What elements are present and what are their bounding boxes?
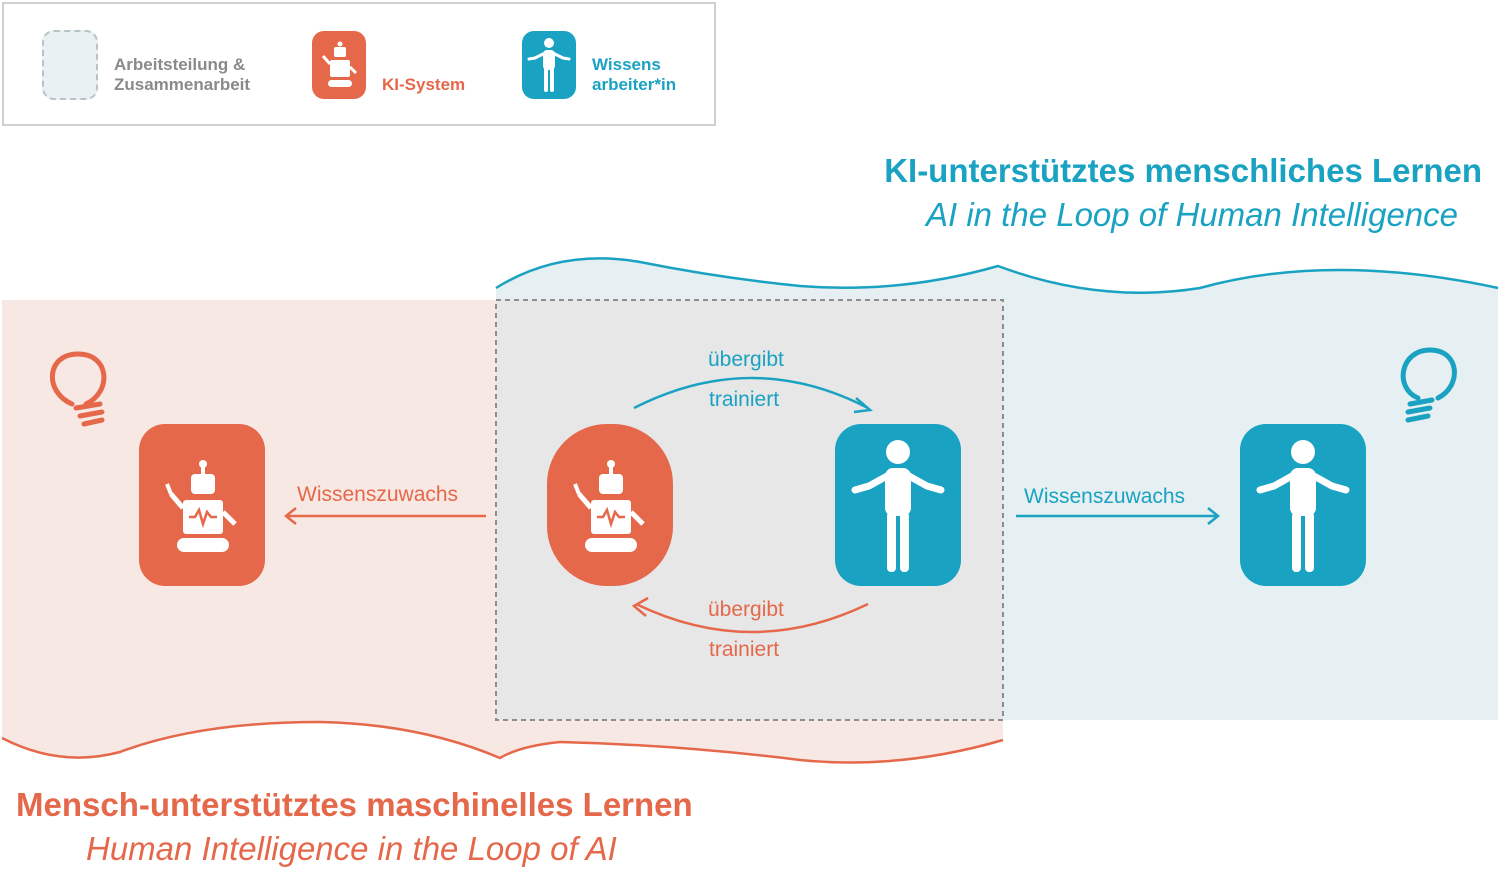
legend-box: Arbeitsteilung & Zusammenarbeit KI-Syste…	[2, 2, 716, 126]
person-icon	[1256, 440, 1350, 572]
left-gain-label: Wissenszuwachs	[297, 483, 459, 506]
bottom-arrow-label-2: trainiert	[709, 638, 780, 661]
arrow-ai-to-human	[633, 376, 873, 414]
robot-icon	[165, 460, 237, 552]
top-title: KI-unterstütztes menschliches Lernen	[884, 152, 1482, 189]
right-gain-label: Wissenszuwachs	[1024, 485, 1186, 508]
arrow-left-gain	[283, 507, 486, 525]
legend-ai-system-label: KI-System	[382, 75, 466, 94]
person-tile-right	[1240, 424, 1366, 586]
person-icon	[522, 31, 576, 99]
arrow-human-to-ai	[631, 596, 869, 634]
bottom-arrow-label-1: übergibt	[708, 598, 784, 621]
top-subtitle: AI in the Loop of Human Intelligence	[925, 196, 1458, 233]
legend-worker-line1: Wissens	[592, 55, 661, 74]
machine-region-wave	[1, 720, 1004, 764]
legend-collaboration-label: Arbeitsteilung & Zusammenarbeit	[114, 55, 250, 95]
person-icon	[851, 440, 945, 572]
legend-worker-line2: arbeiter*in	[592, 75, 677, 94]
human-region-wave	[495, 257, 1499, 294]
lightbulb-icon	[1400, 347, 1457, 423]
collaboration-swatch	[42, 30, 98, 100]
arrow-right-gain	[1016, 507, 1221, 525]
bottom-title: Mensch-unterstütztes maschinelles Lernen	[16, 786, 693, 823]
robot-tile-left	[139, 424, 265, 586]
top-arrow-label-2: trainiert	[709, 388, 780, 411]
legend-collaboration-line2: Zusammenarbeit	[114, 75, 251, 94]
robot-icon	[573, 460, 645, 552]
person-tile-center	[835, 424, 961, 586]
bottom-subtitle: Human Intelligence in the Loop of AI	[86, 830, 617, 867]
robot-tile-center	[547, 424, 673, 586]
legend-collaboration-line1: Arbeitsteilung &	[114, 55, 246, 74]
robot-icon	[312, 31, 366, 99]
top-arrow-label-1: übergibt	[708, 348, 784, 371]
lightbulb-icon	[49, 351, 107, 427]
legend-worker-label: Wissens arbeiter*in	[592, 55, 676, 95]
